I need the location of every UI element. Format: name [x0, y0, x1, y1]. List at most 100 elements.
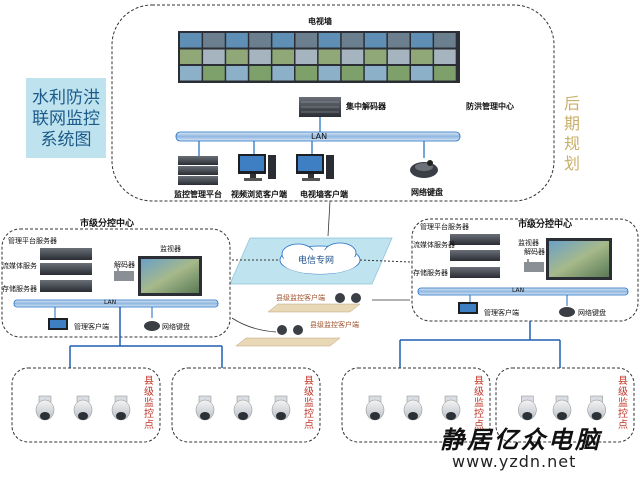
left-lan-bar: [13, 299, 219, 308]
county-point-label-char: 县: [304, 376, 314, 387]
county-point-label-char: 县: [618, 376, 628, 387]
county-point-label-char: 点: [474, 420, 484, 431]
network-cloud: [229, 237, 393, 285]
county-point-label-char: 控: [474, 409, 484, 420]
left-decoder-icon: [114, 268, 134, 281]
county-point-label-char: 监: [304, 398, 314, 409]
tv-wall-cell: [411, 33, 433, 48]
right-center-title: 市级分控中心: [518, 220, 573, 230]
left-client-label: 管理客户端: [74, 323, 109, 331]
dome-camera-icon: [365, 395, 385, 421]
county-point-label-char: 点: [618, 420, 628, 431]
county-point-label-char: 级: [144, 387, 154, 398]
tv-wall: [178, 31, 460, 83]
tv-wall-cell: [387, 66, 410, 81]
right-keyboard-label: 网络键盘: [578, 309, 606, 317]
dome-camera-icon: [195, 395, 215, 421]
tv-wall-cell: [387, 49, 410, 64]
tv-wall-cell: [364, 49, 387, 64]
right-center-frame: [411, 218, 639, 322]
tv-wall-cell: [364, 66, 387, 81]
tv-wall-cell: [272, 33, 294, 48]
left-keyboard-icon: [144, 321, 160, 331]
dome-camera-icon: [441, 395, 461, 421]
left-keyboard-label: 网络键盘: [162, 323, 190, 331]
tv-wall-cell: [203, 66, 225, 81]
right-monitor-icon: [546, 238, 612, 280]
side-note: 后 期 规 划: [563, 94, 581, 174]
tv-wall-cell: [411, 49, 433, 64]
central-lan-bar: [175, 131, 461, 142]
dome-camera-icon: [403, 395, 423, 421]
county-point-label-char: 控: [144, 409, 154, 420]
central-pc-icon-browse: [238, 154, 276, 181]
county-point-label-char: 监: [474, 398, 484, 409]
left-server-label-2: 流媒体服务: [2, 262, 37, 270]
right-lan-bar: [417, 287, 629, 296]
network-label: 电信专网: [298, 256, 335, 266]
county-point-label-char: 控: [618, 409, 628, 420]
tv-wall-cell: [203, 49, 225, 64]
county-point-label-char: 级: [304, 387, 314, 398]
decoder-label: 集中解码器: [346, 102, 386, 111]
left-server-label-3: 存储服务器: [2, 285, 37, 293]
tv-wall-label: 电视墙: [308, 17, 332, 26]
right-server-label-3: 存储服务器: [413, 269, 448, 277]
dome-camera-icon: [35, 395, 55, 421]
tv-wall-cell: [180, 66, 202, 81]
left-monitor-label: 监视器: [160, 245, 181, 253]
diagram-title-line-3: 系统图: [40, 130, 92, 150]
diagram-title-line-2: 联网监控: [32, 109, 100, 129]
left-center-frame: [1, 228, 231, 338]
county-client-link-1: [267, 293, 361, 313]
tv-wall-cell: [226, 33, 248, 48]
tv-wall-cell: [272, 49, 294, 64]
dome-camera-icon: [271, 395, 291, 421]
tv-wall-cell: [295, 49, 318, 64]
center-label: 防洪管理中心: [466, 102, 514, 111]
right-monitor-label: 监视器: [518, 239, 539, 247]
watermark-url: www.yzdn.net: [452, 452, 577, 471]
tv-wall-cell: [249, 66, 271, 81]
node-label-platform: 监控管理平台: [174, 190, 222, 199]
county-point-frame: [171, 367, 321, 443]
dome-camera-icon: [233, 395, 253, 421]
county-client-link-2: [235, 325, 341, 347]
tv-wall-cell: [341, 49, 364, 64]
side-note-char: 后: [563, 94, 580, 113]
central-center-frame: [111, 4, 555, 202]
right-client-icon: [458, 302, 478, 314]
tv-wall-cell: [341, 66, 364, 81]
tv-wall-cell: [249, 49, 271, 64]
tv-wall-cell: [434, 33, 456, 48]
right-keyboard-icon: [559, 307, 575, 317]
tv-wall-cell: [295, 33, 318, 48]
tv-wall-cell: [411, 66, 433, 81]
left-server-stack: [40, 248, 92, 292]
county-point-label-char: 监: [144, 398, 154, 409]
diagram-title-box: 水利防洪 联网监控 系统图: [26, 78, 106, 158]
left-client-icon: [48, 318, 68, 330]
dome-camera-icon: [73, 395, 93, 421]
county-point-label-char: 级: [474, 387, 484, 398]
left-monitor-icon: [138, 256, 202, 296]
right-lan-label: LAN: [512, 287, 525, 294]
tv-wall-cell: [226, 49, 248, 64]
county-client-label-1: 县级监控客户端: [276, 294, 325, 302]
left-center-title: 市级分控中心: [80, 219, 135, 229]
tv-wall-cell: [318, 33, 341, 48]
right-server-label-2: 流媒体服务器: [413, 241, 455, 249]
node-label-keyboard: 网络键盘: [411, 188, 443, 197]
tv-wall-cell: [180, 33, 202, 48]
central-keyboard-icon: [410, 160, 438, 178]
tv-wall-cell: [226, 66, 248, 81]
right-client-label: 管理客户端: [484, 309, 519, 317]
central-pc-icon-tvwall: [296, 154, 334, 181]
county-point-label-char: 级: [618, 387, 628, 398]
tv-wall-cell: [434, 49, 456, 64]
tv-wall-cell: [249, 33, 271, 48]
diagram-title-line-1: 水利防洪: [32, 88, 100, 108]
county-point-label: 县级监控点: [144, 376, 154, 431]
